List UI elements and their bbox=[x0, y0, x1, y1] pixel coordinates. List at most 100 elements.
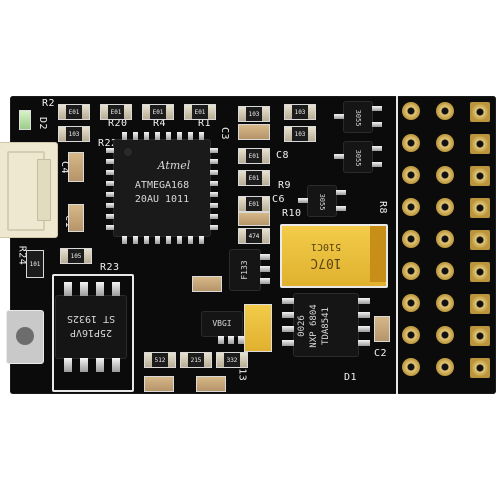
jst-connector bbox=[0, 142, 58, 238]
flash-chip: 25P16VP ST 1932S bbox=[56, 296, 126, 358]
label-r1: R1 bbox=[198, 118, 212, 129]
ic-pin bbox=[210, 148, 218, 153]
ic-pin bbox=[106, 170, 114, 175]
header-pad bbox=[436, 102, 454, 120]
ic-pin bbox=[210, 170, 218, 175]
ic-pin bbox=[210, 181, 218, 186]
header-pad bbox=[436, 166, 454, 184]
resistor-code: E01 bbox=[248, 200, 260, 208]
ic-pin bbox=[260, 254, 270, 260]
ic-pin bbox=[358, 340, 370, 346]
ic-pin bbox=[358, 312, 370, 318]
label-d2: D2 bbox=[37, 116, 49, 131]
ic-pin bbox=[210, 225, 218, 230]
label-r23: R23 bbox=[100, 262, 120, 273]
header-pad bbox=[436, 358, 454, 376]
header-pad bbox=[436, 294, 454, 312]
ic-pin bbox=[210, 192, 218, 197]
capacitor bbox=[68, 152, 84, 182]
resistor-code: 512 bbox=[154, 356, 166, 364]
header-pad bbox=[470, 262, 490, 282]
mcu-pin1-mark bbox=[124, 148, 132, 156]
header-pad bbox=[402, 358, 420, 376]
label-d1: D1 bbox=[344, 372, 358, 383]
resistor-code: 103 bbox=[294, 130, 306, 138]
resistor-code: 101 bbox=[29, 260, 41, 268]
ic-pin bbox=[96, 358, 104, 372]
ic-pin bbox=[144, 132, 149, 140]
mcu-chip: Atmel ATMEGA168 20AU 1011 bbox=[114, 140, 210, 236]
ic-pin bbox=[64, 282, 72, 296]
resistor: E01 bbox=[142, 104, 174, 120]
header-pad bbox=[402, 262, 420, 280]
transistor: 3055 bbox=[344, 142, 372, 172]
label-r9: R9 bbox=[278, 180, 292, 191]
ic-pin bbox=[106, 203, 114, 208]
header-pad bbox=[470, 134, 490, 154]
label-r10: R10 bbox=[282, 208, 302, 219]
ic-pin bbox=[334, 154, 344, 159]
flash-outline bbox=[52, 274, 134, 392]
label-r4: R4 bbox=[153, 118, 167, 129]
ic-pin bbox=[336, 190, 346, 195]
transistor: 3055 bbox=[344, 102, 372, 132]
ic-pin bbox=[282, 312, 294, 318]
tantalum-band bbox=[370, 226, 386, 282]
header-pad bbox=[436, 134, 454, 152]
capacitor bbox=[196, 376, 226, 392]
label-r2: R2 bbox=[42, 98, 56, 109]
push-button-cap[interactable] bbox=[16, 327, 34, 345]
ic-pin bbox=[199, 132, 204, 140]
driver-line1: TDA8541 bbox=[321, 307, 331, 345]
regulator-chip: F133 bbox=[230, 250, 260, 290]
transistor: 3055 bbox=[308, 186, 336, 216]
resistor: E01 bbox=[184, 104, 216, 120]
ic-pin bbox=[228, 336, 234, 344]
resistor-code: E01 bbox=[68, 108, 80, 116]
ic-pin bbox=[106, 159, 114, 164]
ic-pin bbox=[372, 122, 382, 127]
ic-pin bbox=[334, 114, 344, 119]
label-c2: C2 bbox=[374, 348, 388, 359]
driver-line3: 0026 bbox=[297, 315, 307, 337]
mcu-logo: Atmel bbox=[157, 159, 191, 172]
ic-pin bbox=[218, 336, 224, 344]
resistor: E01 bbox=[58, 104, 90, 120]
header-pad bbox=[470, 166, 490, 186]
resistor-code: 105 bbox=[70, 252, 82, 260]
regulator-label: F133 bbox=[240, 260, 249, 280]
pcb-board: R2 D2 C4 C1 R24 R22 R20 R4 R1 C3 C8 R9 C… bbox=[0, 96, 496, 394]
tantalum-line2: 510C1 bbox=[310, 241, 342, 252]
label-r8: R8 bbox=[377, 200, 389, 215]
ic-pin bbox=[372, 146, 382, 151]
resistor: E01 bbox=[100, 104, 132, 120]
ic-pin bbox=[144, 236, 149, 244]
flash-line1: 25P16VP bbox=[69, 327, 113, 338]
header-pad bbox=[470, 326, 490, 346]
ic-pin bbox=[106, 225, 114, 230]
header-pad bbox=[470, 358, 490, 378]
small-chip: VBGI bbox=[202, 312, 242, 336]
ic-pin bbox=[177, 132, 182, 140]
resistor: 103 bbox=[284, 126, 316, 142]
resistor: E01 bbox=[238, 148, 270, 164]
led bbox=[19, 110, 31, 130]
mcu-line1: ATMEGA168 bbox=[134, 180, 190, 191]
header-pad bbox=[402, 102, 420, 120]
resistor-code: 332 bbox=[226, 356, 238, 364]
push-button[interactable] bbox=[6, 310, 44, 364]
ic-pin bbox=[106, 214, 114, 219]
ic-pin bbox=[80, 358, 88, 372]
flash-line2: ST 1932S bbox=[66, 313, 116, 324]
ic-pin bbox=[80, 282, 88, 296]
header-pad bbox=[470, 102, 490, 122]
resistor: 103 bbox=[58, 126, 90, 142]
resistor-code: E01 bbox=[152, 108, 164, 116]
ic-pin bbox=[282, 326, 294, 332]
transistor-code: 3055 bbox=[318, 193, 326, 211]
resistor: 512 bbox=[144, 352, 176, 368]
ic-pin bbox=[112, 358, 120, 372]
capacitor bbox=[374, 316, 390, 342]
resistor: 101 bbox=[26, 250, 44, 278]
ic-pin bbox=[260, 266, 270, 272]
